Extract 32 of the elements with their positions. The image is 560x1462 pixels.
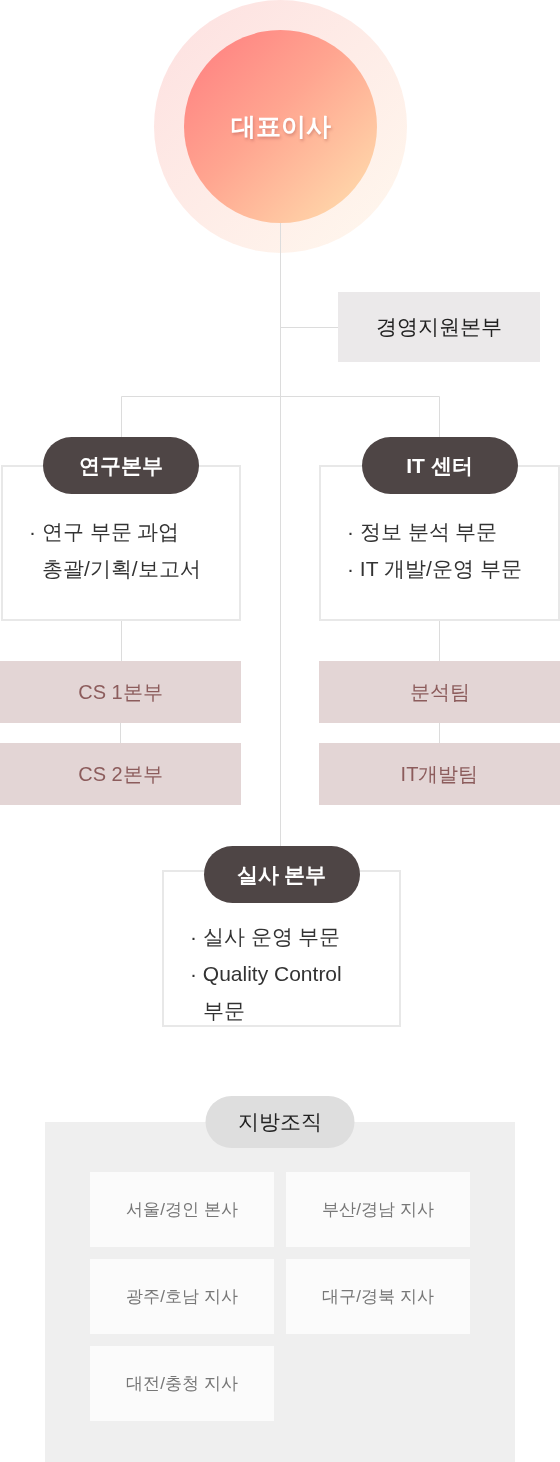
connector-line [121, 620, 122, 662]
department-card [162, 846, 401, 1027]
team-name: IT개발팀 [400, 761, 479, 787]
connector-line [120, 722, 121, 744]
department-title: IT 센터 [361, 437, 518, 494]
division-name: 경영지원본부 [376, 314, 502, 340]
bullet-item: · 연구 부문 과업 총괄/기획/보고서 [29, 519, 202, 582]
branch-name: 광주/호남 지사 [126, 1286, 238, 1308]
team-box [319, 743, 560, 805]
branch-name: 부산/경남 지사 [322, 1199, 434, 1221]
team-name: 분석팀 [409, 679, 470, 705]
panel-title: 지방조직 [205, 1096, 355, 1148]
department-card [319, 437, 560, 621]
team-box [0, 743, 241, 805]
branch-name: 대구/경북 지사 [322, 1286, 434, 1308]
team-box [319, 661, 560, 723]
branch-name: 서울/경인 본사 [126, 1199, 238, 1221]
bullet-item: · 정보 분석 부문 [347, 519, 499, 545]
department-title: 연구본부 [43, 437, 199, 494]
division-box [338, 292, 540, 362]
branch-name: 대전/충청 지사 [126, 1373, 238, 1395]
department-title: 실사 본부 [203, 846, 360, 903]
bullet-item: · Quality Control 부문 [190, 961, 343, 1024]
connector-line [439, 722, 440, 744]
team-box [0, 661, 241, 723]
department-card [1, 437, 241, 621]
team-name: CS 2본부 [78, 761, 163, 787]
bullet-item: · 실사 운영 부문 [190, 924, 342, 950]
bullet-item: · IT 개발/운영 부문 [347, 556, 523, 582]
executive-title: 대표이사 [230, 111, 331, 142]
team-name: CS 1본부 [78, 679, 163, 705]
connector-line [439, 620, 440, 662]
